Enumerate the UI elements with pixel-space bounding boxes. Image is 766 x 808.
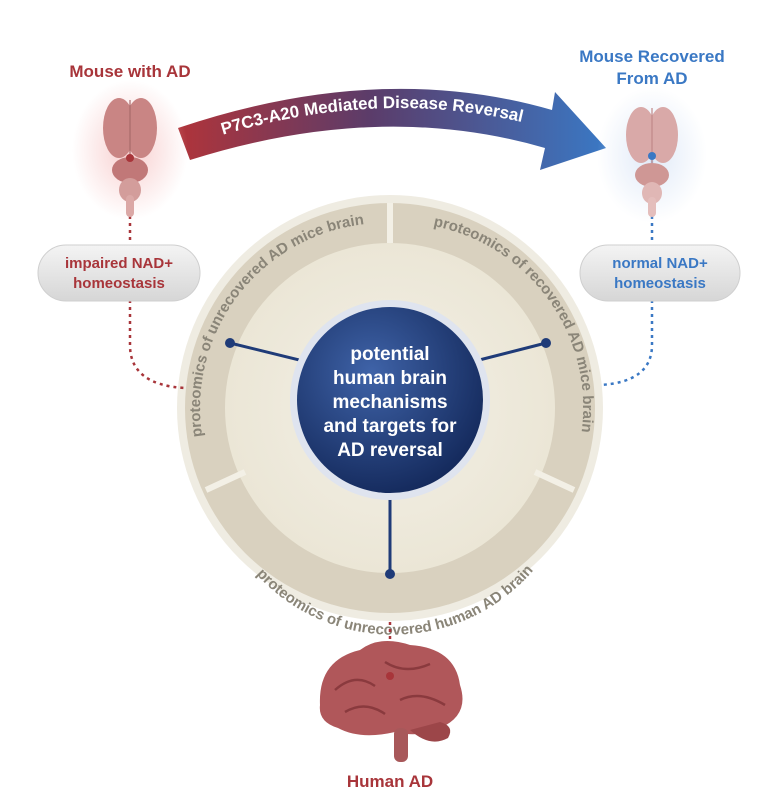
impaired-nad-pill: impaired NAD+ homeostasis (37, 244, 201, 302)
spoke-end-right (541, 338, 551, 348)
ring-divider-left (204, 469, 247, 493)
impaired-line-1: impaired NAD+ (65, 255, 173, 272)
center-circle (297, 307, 483, 493)
label-human-ad: Human AD (347, 772, 433, 791)
normal-nad-pill: normal NAD+ homeostasis (579, 244, 741, 302)
normal-line-2: homeostasis (614, 275, 706, 292)
spoke-end-bottom (385, 569, 395, 579)
connector-pill-ring-left (128, 300, 186, 390)
spoke-end-left (225, 338, 235, 348)
ring-divider-right (533, 469, 576, 493)
label-mouse-recovered-2: From AD (616, 69, 687, 88)
label-mouse-ad: Mouse with AD (69, 62, 190, 81)
label-mouse-recovered-1: Mouse Recovered (579, 47, 725, 66)
reversal-arrow (178, 88, 606, 170)
center-line-4: and targets for (323, 416, 457, 437)
mouse-brain-recovered-icon (597, 87, 707, 223)
normal-line-1: normal NAD+ (612, 255, 708, 272)
center-text: potential human brain mechanisms and tar… (323, 344, 457, 461)
human-brain-icon (319, 641, 463, 762)
center-line-1: potential (350, 344, 429, 365)
connector-pill-ring-right (599, 300, 654, 387)
mouse-brain-ad-icon (72, 80, 188, 220)
impaired-line-2: homeostasis (73, 275, 165, 292)
center-line-2: human brain (333, 368, 447, 389)
center-line-5: AD reversal (337, 440, 443, 461)
center-line-3: mechanisms (332, 392, 447, 413)
